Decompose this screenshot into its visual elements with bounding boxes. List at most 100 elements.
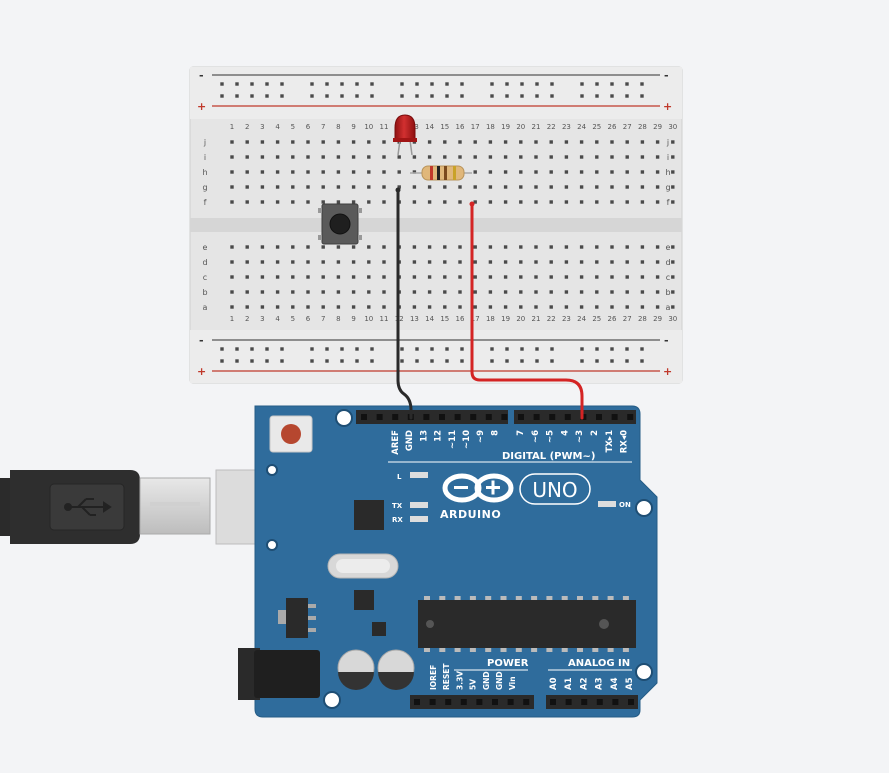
breadboard-hole[interactable] [534,185,538,189]
rail-hole[interactable] [415,82,419,86]
breadboard-hole[interactable] [549,305,553,309]
breadboard-hole[interactable] [579,155,584,159]
breadboard-hole[interactable] [595,290,599,294]
breadboard-hole[interactable] [488,245,493,249]
breadboard-hole[interactable] [625,155,629,159]
rail-hole[interactable] [250,82,254,86]
rail-hole[interactable] [640,359,644,363]
breadboard-hole[interactable] [443,185,447,189]
breadboard-hole[interactable] [427,275,432,279]
breadboard-hole[interactable] [321,170,325,174]
breadboard-hole[interactable] [367,275,371,279]
breadboard-hole[interactable] [412,275,417,279]
breadboard-hole[interactable] [275,245,280,249]
rail-hole[interactable] [310,82,314,86]
breadboard-hole[interactable] [488,305,493,309]
breadboard-hole[interactable] [655,290,660,294]
breadboard-hole[interactable] [291,275,295,279]
black-wire-gnd[interactable] [396,188,413,420]
breadboard-hole[interactable] [579,245,584,249]
rail-hole[interactable] [220,94,224,98]
breadboard-hole[interactable] [275,155,280,159]
rail-hole[interactable] [460,82,464,86]
breadboard-hole[interactable] [306,275,310,279]
rail-hole[interactable] [640,347,644,351]
breadboard-hole[interactable] [275,290,280,294]
breadboard-hole[interactable] [367,305,371,309]
rail-hole[interactable] [550,94,554,98]
breadboard-hole[interactable] [488,155,493,159]
breadboard-hole[interactable] [549,200,553,204]
breadboard-hole[interactable] [473,290,477,294]
rail-hole[interactable] [265,94,269,98]
breadboard-hole[interactable] [640,305,645,309]
breadboard-hole[interactable] [595,305,599,309]
breadboard-hole[interactable] [260,200,265,204]
breadboard-hole[interactable] [230,185,234,189]
breadboard-hole[interactable] [579,200,584,204]
breadboard-hole[interactable] [382,260,386,264]
pushbutton[interactable] [318,203,362,245]
breadboard-hole[interactable] [367,245,371,249]
header-pin[interactable] [492,699,498,705]
breadboard-hole[interactable] [671,200,675,204]
breadboard-hole[interactable] [473,275,477,279]
breadboard-hole[interactable] [321,245,325,249]
header-pin[interactable] [392,414,399,420]
breadboard-hole[interactable] [579,290,584,294]
breadboard-hole[interactable] [321,200,325,204]
breadboard-hole[interactable] [336,170,341,174]
breadboard-hole[interactable] [549,140,553,144]
rail-hole[interactable] [235,82,239,86]
breadboard-hole[interactable] [549,170,553,174]
rail-hole[interactable] [265,347,269,351]
breadboard-hole[interactable] [458,290,462,294]
header-pin[interactable] [596,414,602,420]
breadboard-hole[interactable] [610,170,614,174]
rail-hole[interactable] [430,82,434,86]
breadboard-hole[interactable] [503,200,508,204]
breadboard-hole[interactable] [625,275,629,279]
breadboard-hole[interactable] [275,185,280,189]
breadboard-hole[interactable] [595,275,599,279]
arduino-board[interactable]: L TX RX ON ARDUINO UNO DIGITAL (PWM~) PO… [238,405,658,718]
breadboard-hole[interactable] [443,305,447,309]
breadboard-hole[interactable] [351,245,356,249]
breadboard-hole[interactable] [291,290,295,294]
rail-hole[interactable] [325,82,329,86]
breadboard-hole[interactable] [503,185,508,189]
breadboard-hole[interactable] [336,155,341,159]
breadboard-hole[interactable] [321,260,325,264]
breadboard-hole[interactable] [564,305,569,309]
breadboard-hole[interactable] [549,275,553,279]
breadboard-hole[interactable] [564,170,569,174]
header-pin[interactable] [470,414,477,420]
header-pin[interactable] [596,699,603,705]
breadboard-hole[interactable] [351,185,356,189]
breadboard-hole[interactable] [519,305,523,309]
breadboard-hole[interactable] [443,290,447,294]
breadboard-hole[interactable] [595,245,599,249]
breadboard-hole[interactable] [595,260,599,264]
breadboard-hole[interactable] [655,245,660,249]
rail-hole[interactable] [490,359,494,363]
breadboard-hole[interactable] [625,170,629,174]
red-led[interactable] [393,114,417,156]
breadboard-hole[interactable] [610,260,614,264]
breadboard-hole[interactable] [321,290,325,294]
breadboard-hole[interactable] [519,260,523,264]
breadboard-hole[interactable] [519,275,523,279]
breadboard-hole[interactable] [245,260,249,264]
breadboard-hole[interactable] [625,140,629,144]
rail-hole[interactable] [355,359,359,363]
breadboard-hole[interactable] [671,305,675,309]
breadboard-hole[interactable] [260,140,265,144]
rail-hole[interactable] [490,94,494,98]
breadboard-hole[interactable] [534,290,538,294]
breadboard-hole[interactable] [306,170,310,174]
header-pin[interactable] [460,699,467,705]
breadboard-hole[interactable] [321,275,325,279]
breadboard-hole[interactable] [519,170,523,174]
breadboard-hole[interactable] [579,275,584,279]
breadboard-hole[interactable] [625,200,629,204]
